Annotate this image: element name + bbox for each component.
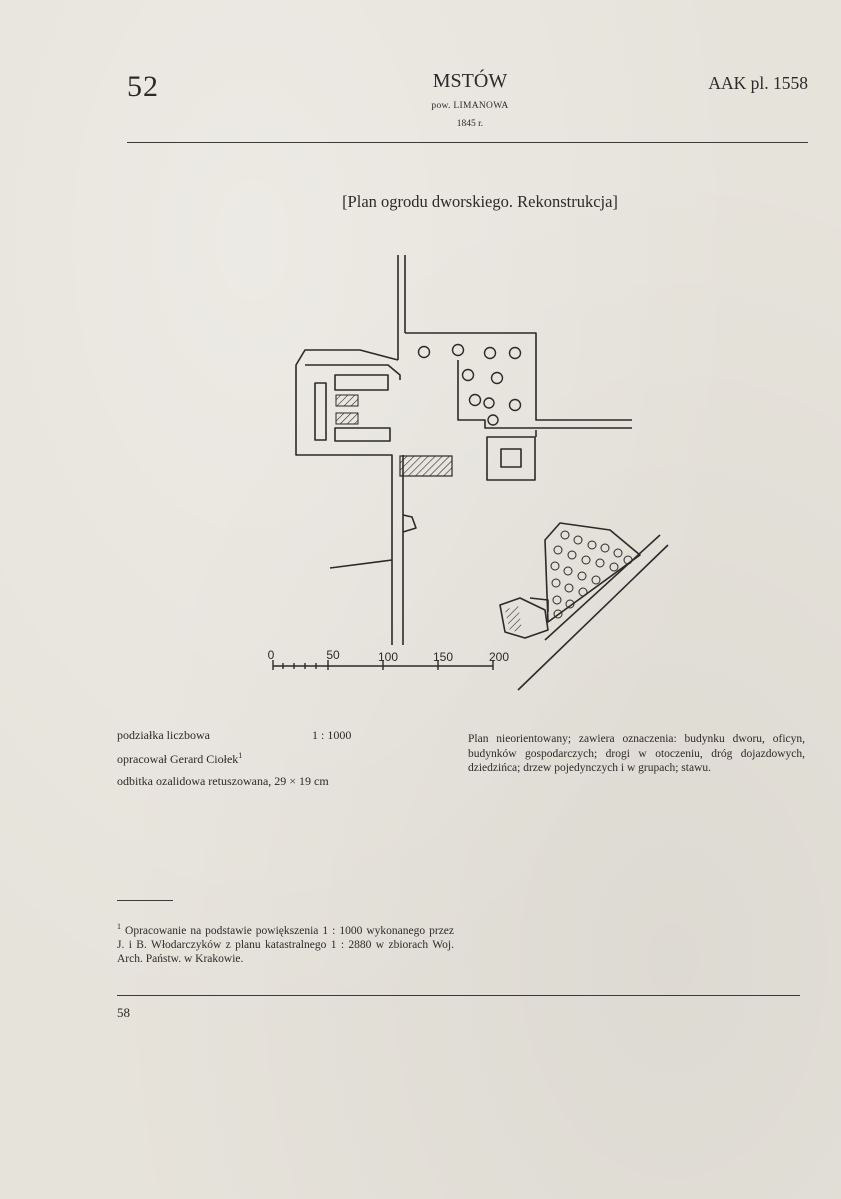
scale-label-50: 50 [326, 648, 340, 662]
diagonal-road-2 [544, 534, 661, 641]
single-trees [417, 343, 522, 426]
tree [490, 371, 504, 385]
hatched-building-1 [335, 394, 359, 407]
small-plot-2 [529, 597, 549, 612]
archive-reference: AAK pl. 1558 [708, 73, 808, 93]
tree-group-outline [544, 522, 641, 623]
footnote-text: Opracowanie na podstawie powiększenia 1 … [117, 924, 455, 965]
small-wedge [402, 514, 417, 533]
scale-label: podziałka liczbowa [117, 728, 210, 742]
author-label: opracował Gerard Ciołek [117, 752, 239, 766]
district: pow. LIMANOWA [431, 101, 509, 111]
court-inner-road [457, 360, 632, 429]
scale-bar [272, 660, 494, 670]
tree [461, 368, 475, 382]
tree [417, 345, 431, 359]
hatched-building-2 [335, 412, 359, 425]
inner-west [305, 364, 401, 380]
tree [508, 398, 522, 412]
outbuilding-bottom [334, 427, 391, 442]
map-title: [Plan ogrodu dworskiego. Rekonstrukcja] [342, 192, 618, 211]
footnote-rule [117, 900, 173, 901]
left-enclosure [295, 349, 399, 645]
scale-value: 1 : 1000 [312, 728, 352, 742]
tree [483, 346, 497, 360]
tree [451, 343, 465, 357]
header-rule [127, 142, 808, 143]
outbuilding-top [334, 374, 389, 391]
small-plot [499, 597, 549, 639]
diagonal-road-1 [517, 544, 669, 691]
tree [483, 397, 495, 409]
print-info: odbitka ozalidowa retuszowana, 29 × 19 c… [117, 774, 329, 788]
scale-label-150: 150 [433, 650, 453, 664]
court-outline [405, 332, 632, 421]
plate-number: 52 [127, 70, 159, 103]
footnote: 1 Opracowanie na podstawie powiększenia … [117, 920, 454, 966]
footer-rule [117, 995, 800, 996]
place-name: MSTÓW [432, 70, 508, 92]
hatched-small-plot [505, 605, 522, 632]
page-number: 58 [117, 1005, 130, 1020]
manor-building [314, 382, 327, 441]
pond-inner [500, 448, 522, 468]
tree-group [550, 530, 633, 619]
footnote-mark: 1 [117, 922, 121, 931]
tree [508, 346, 522, 360]
scale-label-0: 0 [268, 648, 275, 662]
year: 1845 r. [456, 119, 484, 129]
hatched-gate-building [399, 455, 453, 477]
scale-label-200: 200 [489, 650, 509, 664]
side-road-lower [329, 559, 393, 569]
scale-label-100: 100 [378, 650, 398, 664]
tree [487, 414, 499, 426]
tree [468, 393, 482, 407]
author-footnote-mark: 1 [238, 751, 243, 760]
pond-outer [486, 436, 536, 481]
author-line: opracował Gerard Ciołek1 [117, 751, 242, 767]
map-description: Plan nieorientowany; zawiera oznaczenia:… [468, 733, 805, 774]
